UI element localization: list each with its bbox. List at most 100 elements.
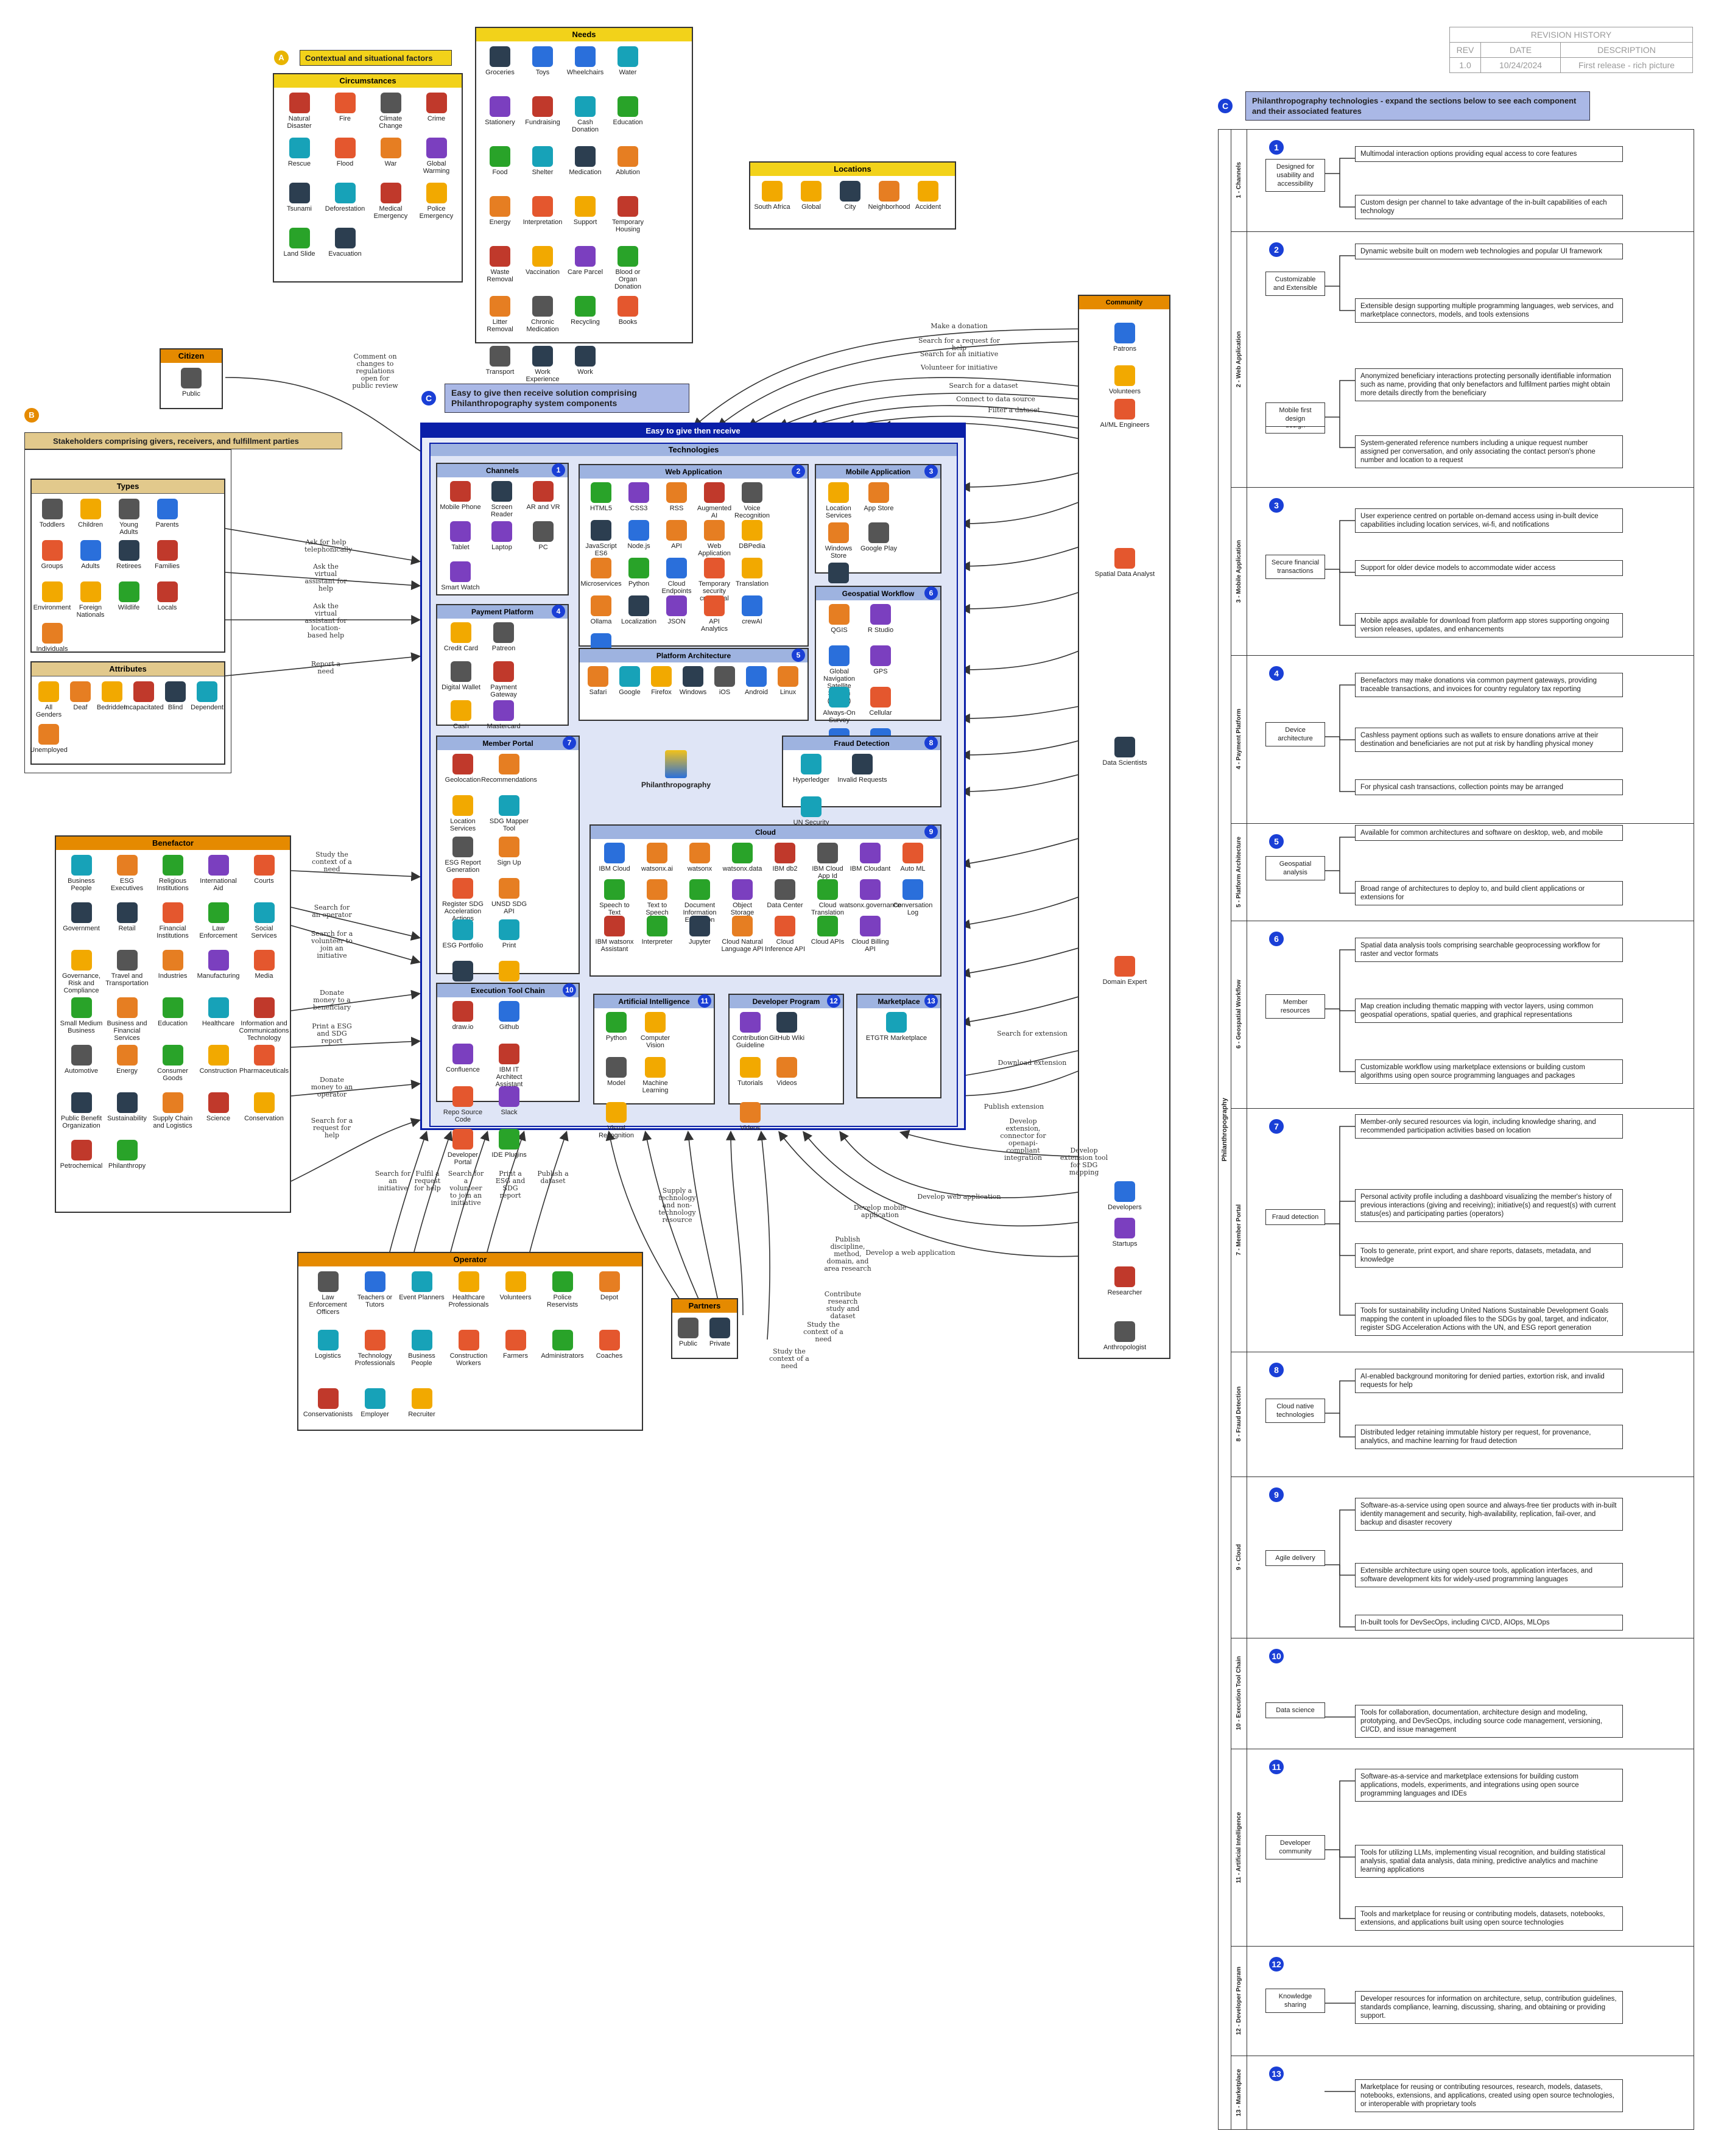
benefactor-conservation: Conservation (241, 1092, 287, 1137)
rp-component-node[interactable]: Knowledge sharing (1265, 1989, 1325, 2013)
rp-component-node[interactable]: Cloud native technologies (1265, 1399, 1325, 1423)
register-sdg-acceleration-actions-icon (452, 878, 473, 899)
benefactor-education: Education (150, 997, 195, 1042)
rp-number-badge: 7 (1269, 1119, 1284, 1134)
rp-component-node[interactable]: Secure financial transactions (1265, 555, 1325, 579)
payment-number-badge: 4 (552, 605, 565, 618)
vaccination-icon (532, 246, 553, 267)
voice-recognition-icon (742, 482, 762, 503)
geo-global-navigation-satellite-system-gnss: Global Navigation Satellite System (GNSS… (818, 645, 860, 704)
rp-component-node[interactable]: Device architecture (1265, 722, 1325, 746)
consumer-goods-icon (162, 1045, 183, 1066)
exec-ibm-it-architect-assistant: IBM IT Architect Assistant (486, 1044, 532, 1088)
rp-component-node[interactable]: Mobile first design (1265, 402, 1325, 427)
rp-component-node[interactable]: Customizable and Extensible (1265, 272, 1325, 296)
web-label: Translation (735, 580, 769, 588)
type-label: Families (155, 563, 180, 570)
community-label: Researcher (1107, 1289, 1142, 1296)
connector-label: Download extension (997, 1059, 1067, 1067)
rp-component-node[interactable]: Data science (1265, 1702, 1325, 1718)
operator-farmers: Farmers (492, 1330, 539, 1386)
operator-employer: Employer (351, 1388, 398, 1444)
draw-io-icon (452, 1001, 473, 1022)
description-value: First release - rich picture (1578, 60, 1675, 70)
attribute-blind: Blind (160, 681, 191, 722)
community-label: Developers (1108, 1204, 1142, 1211)
philanthropography-icon (665, 750, 687, 778)
attribute-bedridden: Bedridden (96, 681, 128, 722)
rp-component-node[interactable]: Member resources (1265, 994, 1325, 1019)
benefactor-label: Industries (158, 972, 188, 980)
benefactor-international-aid: International Aid (195, 855, 241, 900)
confluence-icon (452, 1044, 473, 1064)
all-genders-icon (38, 681, 59, 702)
rp-section-5 (1231, 823, 1694, 921)
rp-component-node[interactable]: Designed for usability and accessibility (1265, 159, 1325, 192)
type-label: Wildlife (118, 604, 140, 611)
benefactor-pharmaceuticals: Pharmaceuticals (239, 1045, 289, 1090)
energy-icon (116, 1045, 138, 1066)
rp-component-node[interactable]: Agile delivery (1265, 1550, 1325, 1566)
geo-qgis: QGIS (818, 604, 860, 643)
platform-android: Android (741, 666, 772, 710)
rp-component-node[interactable]: Geospatial analysis (1265, 856, 1325, 880)
exec-label: draw.io (452, 1024, 474, 1031)
ai-title: Artificial Intelligence (618, 997, 690, 1006)
connector-label: Print a ESG and SDG report (312, 1022, 352, 1045)
rp-section-label: 13 - Marketplace (1236, 2069, 1242, 2116)
connector-label: Study the context of a need (769, 1347, 809, 1370)
police-emergency-icon (426, 183, 447, 203)
need-label: Work (577, 368, 593, 376)
need-label: Care Parcel (567, 269, 603, 276)
international-aid-icon (208, 855, 229, 876)
platform-windows: Windows (677, 666, 709, 710)
citizen-label: Public (182, 390, 200, 398)
benefactor-label: ESG Executives (110, 877, 144, 892)
exec-label: Github (499, 1024, 519, 1031)
web-css3: CSS3 (620, 482, 658, 518)
circumstance-global-warming: Global Warming (413, 138, 459, 180)
cloud-label: watsonx.governance (839, 902, 901, 909)
need-label: Food (492, 169, 508, 176)
attribute-label: All Genders (35, 704, 62, 718)
type-environment: Environment (33, 581, 71, 620)
rp-component-node[interactable]: Fraud detection (1265, 1209, 1325, 1225)
connector-label: Develop extension tool for SDG mapping (1060, 1146, 1108, 1176)
google-icon (619, 666, 640, 687)
web-translation: Translation (733, 558, 771, 593)
stationery-icon (490, 96, 510, 117)
volunteers-icon (505, 1271, 526, 1292)
deforestation-icon (334, 183, 356, 203)
connector-label: Search for extension (997, 1030, 1068, 1038)
solution-callout: Easy to give then receive solution compr… (445, 384, 689, 413)
recommendations-icon (499, 754, 519, 774)
operator-law-enforcement-officers: Law Enforcement Officers (304, 1271, 351, 1327)
deaf-icon (70, 681, 91, 702)
credit-card-icon (451, 622, 471, 643)
benefactor-retail: Retail (104, 902, 150, 947)
rp-component-node[interactable]: Developer community (1265, 1835, 1325, 1859)
share-icon (452, 961, 473, 981)
community-researcher: Researcher (1091, 1266, 1158, 1310)
operator-label: Teachers or Tutors (357, 1294, 393, 1308)
ai-label: Machine Learning (642, 1080, 669, 1094)
cloud-label: IBM watsonx Assistant (595, 938, 634, 953)
connector-label: Develop extension, connector for openapi… (1000, 1117, 1046, 1162)
fraud-title: Fraud Detection (834, 739, 890, 748)
fraud-label: Hyperledger (793, 776, 829, 784)
qgis-icon (829, 604, 850, 625)
badge-a: A (274, 51, 289, 65)
web-python: Python (620, 558, 658, 593)
rp-feature: Tools for collaboration, documentation, … (1355, 1705, 1623, 1738)
cloud-watsonx-governance: watsonx.governance (840, 879, 901, 913)
locations-title: Locations (750, 163, 955, 176)
benefactor-social-services: Social Services (241, 902, 287, 947)
flood-icon (334, 138, 356, 158)
rp-feature: In-built tools for DevSecOps, including … (1355, 1615, 1623, 1631)
type-locals: Locals (148, 581, 186, 620)
